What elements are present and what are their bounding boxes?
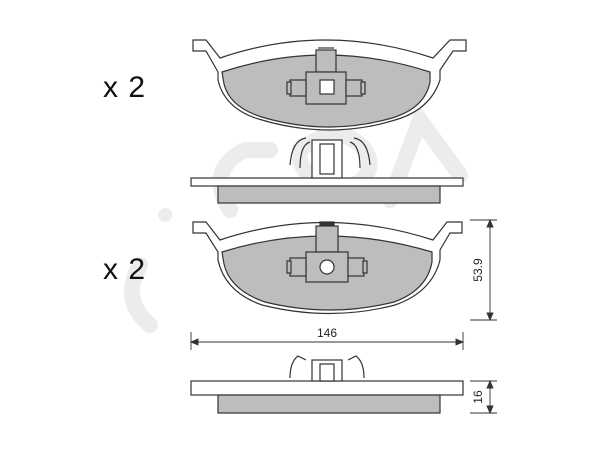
dimension-width xyxy=(189,332,465,350)
dimension-height xyxy=(470,218,497,322)
pad-bottom-side xyxy=(190,355,464,414)
pad-top-side xyxy=(190,137,464,204)
dimension-height-label: 53.9 xyxy=(471,258,485,282)
quantity-label-top: x 2 xyxy=(103,71,147,104)
dimension-thickness-label: 16 xyxy=(471,390,485,404)
dimension-thickness xyxy=(470,379,497,415)
pad-bottom-face xyxy=(192,221,463,315)
pad-top-face xyxy=(192,39,467,131)
dimension-width-label: 146 xyxy=(317,326,337,340)
quantity-label-bottom: x 2 xyxy=(103,253,147,286)
